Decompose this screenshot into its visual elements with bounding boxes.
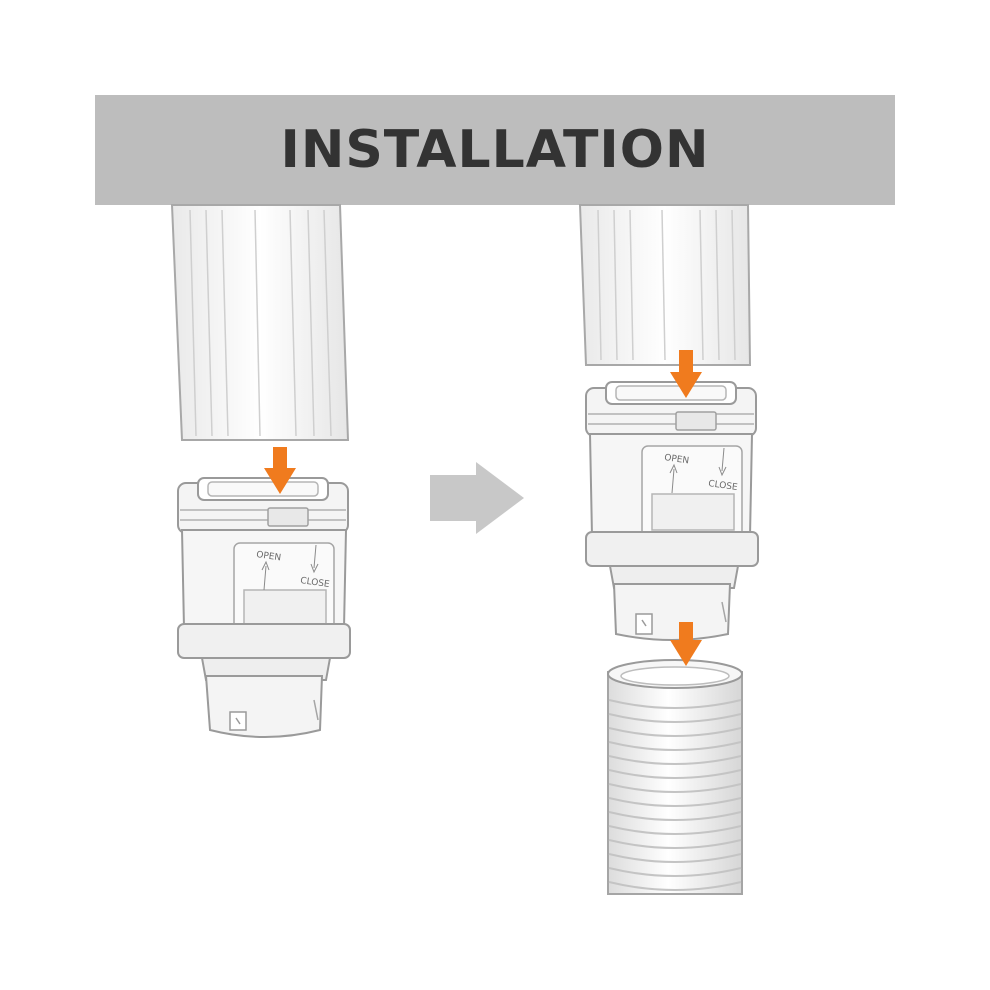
step-arrow-down-icon: [670, 350, 702, 398]
left-step: OPEN CLOSE: [170, 204, 351, 738]
right-step: OPEN CLOSE: [578, 204, 759, 895]
right-close-label: CLOSE: [708, 479, 739, 493]
next-step-arrow-icon: [430, 462, 524, 534]
step-arrow-down-icon: [670, 622, 702, 666]
corrugated-hose: [607, 659, 743, 895]
step-arrow-down-icon: [264, 447, 296, 494]
right-open-label: OPEN: [664, 453, 690, 466]
left-downspout: [170, 204, 350, 441]
title-banner: INSTALLATION: [95, 95, 895, 205]
left-open-label: OPEN: [256, 550, 282, 563]
left-adapter: OPEN CLOSE: [177, 477, 351, 738]
right-downspout: [578, 204, 752, 366]
banner-title: INSTALLATION: [280, 120, 710, 180]
right-adapter: OPEN CLOSE: [585, 381, 759, 641]
left-close-label: CLOSE: [300, 576, 331, 590]
